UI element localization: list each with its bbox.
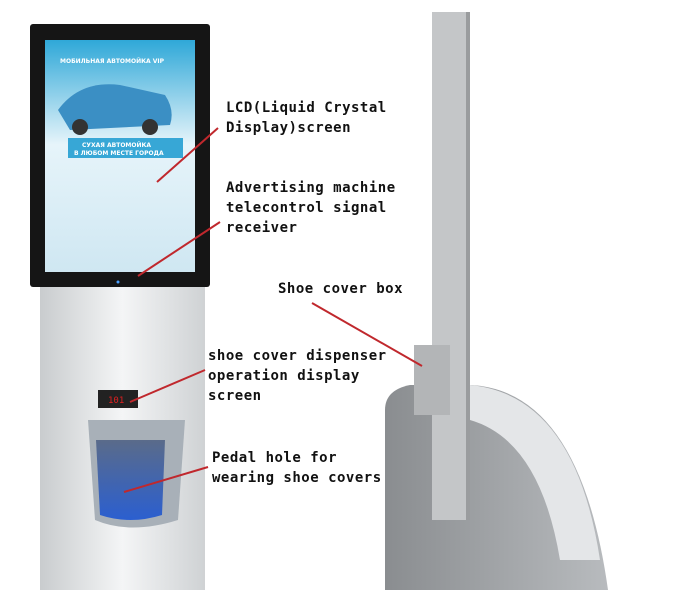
label-operation-display: shoe cover dispenser operation display s… [208,346,387,406]
remote-receiver [116,280,120,284]
screen-ad-slogan-1: СУХАЯ АВТОМОЙКА [82,142,152,149]
label-line: Shoe cover box [278,281,404,297]
label-line: operation display [208,368,360,384]
label-line: screen [208,388,262,404]
label-line: Display)screen [226,120,352,136]
label-line: receiver [226,220,298,236]
side-kiosk [385,12,608,590]
shoe-cover-box [414,345,450,415]
label-shoe-cover-box: Shoe cover box [278,279,403,299]
label-line: Pedal hole for [212,450,338,466]
label-lcd-screen: LCD(Liquid Crystal Display)screen [226,98,387,138]
label-line: Advertising machine [226,180,396,196]
operation-display-screen [98,390,138,408]
label-line: LCD(Liquid Crystal [226,100,387,116]
leader-lines [123,127,423,493]
label-line: telecontrol signal [226,200,387,216]
car-image [58,84,172,130]
label-pedal-hole: Pedal hole for wearing shoe covers [212,448,382,488]
front-kiosk: 101 [30,24,210,590]
label-signal-receiver: Advertising machine telecontrol signal r… [226,178,396,238]
svg-text:101: 101 [108,396,124,406]
pedal-hole [96,440,165,520]
label-line: shoe cover dispenser [208,348,387,364]
label-line: wearing shoe covers [212,470,382,486]
screen-ad-header: МОБИЛЬНАЯ АВТОМОЙКА VIP [60,58,165,65]
screen-ad-slogan-2: В ЛЮБОМ МЕСТЕ ГОРОДА [74,150,164,157]
